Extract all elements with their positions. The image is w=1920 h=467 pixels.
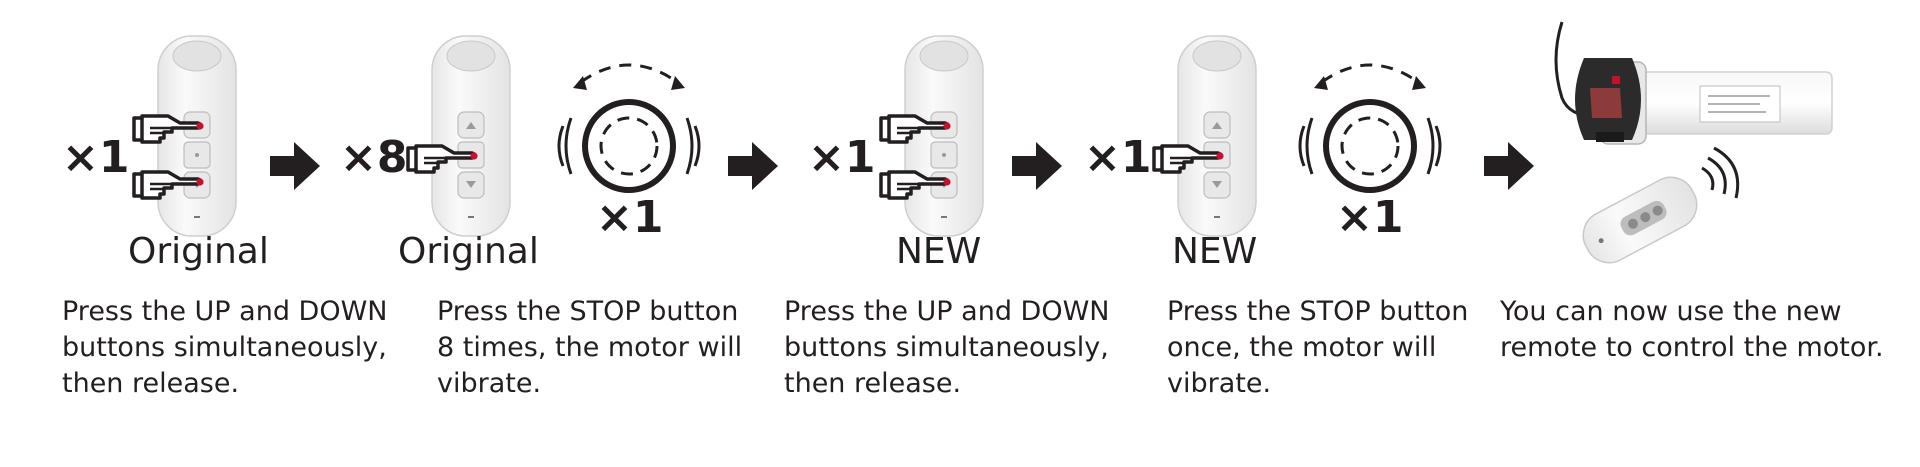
remote-label: Original <box>128 231 269 272</box>
original-remote-1 <box>157 35 237 237</box>
step-5-caption: You can now use the new remote to contro… <box>1500 296 1884 363</box>
new-remote-2 <box>1177 35 1257 237</box>
step-3-caption: Press the UP and DOWN buttons simultaneo… <box>784 296 1110 399</box>
press-count: ×8 <box>340 132 408 183</box>
step-2-caption: Press the STOP button 8 times, the motor… <box>437 296 743 399</box>
right-arrow-icon <box>1484 142 1534 190</box>
vibration-icon <box>1300 65 1440 190</box>
press-count: ×1 <box>808 132 876 183</box>
handheld-remote-icon <box>1582 176 1698 264</box>
wireless-signal-icon <box>1701 146 1740 199</box>
step-4-caption: Press the STOP button once, the motor wi… <box>1167 296 1469 399</box>
vibration-icon <box>559 65 699 190</box>
original-remote-2 <box>431 35 511 237</box>
vibrate-count: ×1 <box>596 192 664 243</box>
right-arrow-icon <box>270 142 320 190</box>
vibrate-count: ×1 <box>1336 192 1404 243</box>
step-1-graphic <box>132 35 237 237</box>
remote-label: NEW <box>1172 231 1258 272</box>
tubular-motor-icon <box>1554 21 1833 145</box>
step-3-graphic <box>879 35 984 237</box>
press-count: ×1 <box>62 132 130 183</box>
right-arrow-icon <box>1012 142 1062 190</box>
remote-label: NEW <box>896 231 982 272</box>
step-1-caption: Press the UP and DOWN buttons simultaneo… <box>62 296 388 399</box>
new-remote-1 <box>904 35 984 237</box>
remote-label: Original <box>398 231 539 272</box>
right-arrow-icon <box>728 142 778 190</box>
press-count: ×1 <box>1084 132 1152 183</box>
